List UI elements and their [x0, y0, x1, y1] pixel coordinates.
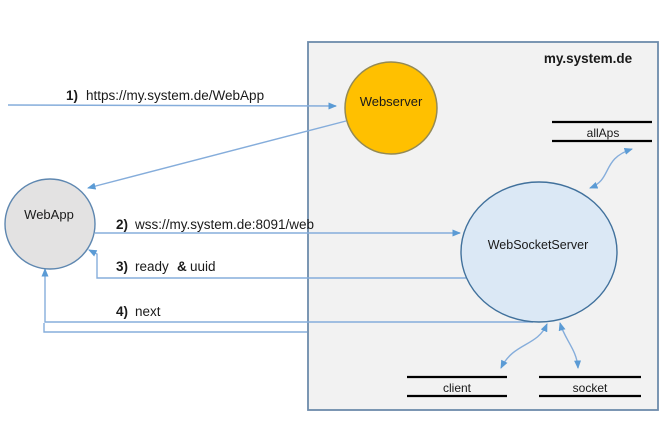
webapp-node — [4, 178, 96, 270]
webapp-label: WebApp — [24, 207, 74, 222]
websocketserver-allaps-connector — [589, 147, 633, 189]
message-4-number: 4) — [116, 304, 128, 319]
message-3-text-before: ready — [135, 259, 169, 274]
message-4-arrow — [41, 268, 533, 323]
websocketserver-client-connector — [500, 323, 548, 369]
websocketserver-label: WebSocketServer — [488, 238, 589, 252]
client-label: client — [443, 381, 472, 395]
message-2-text: wss://my.system.de:8091/web — [134, 217, 314, 232]
webserver-node — [344, 61, 438, 155]
message-3-arrow — [88, 249, 466, 279]
message-1-text: https://my.system.de/WebApp — [86, 88, 264, 103]
message-4-arrow-segment — [43, 323, 307, 333]
message-3-ampersand: & — [177, 259, 187, 274]
system-box-title: my.system.de — [544, 51, 633, 66]
message-3-number: 3) — [116, 259, 128, 274]
message-1-arrow — [7, 102, 337, 110]
webserver-label: Webserver — [360, 94, 423, 109]
allaps-label: allAps — [587, 126, 620, 140]
socket-label: socket — [573, 381, 608, 395]
message-3-text-after: uuid — [190, 259, 216, 274]
message-1-number: 1) — [66, 88, 78, 103]
message-2-number: 2) — [116, 217, 128, 232]
message-4-text: next — [135, 304, 161, 319]
websocketserver-node — [460, 181, 618, 323]
websocketserver-socket-connector — [558, 322, 582, 369]
webserver-to-webapp-arrow — [87, 120, 347, 190]
